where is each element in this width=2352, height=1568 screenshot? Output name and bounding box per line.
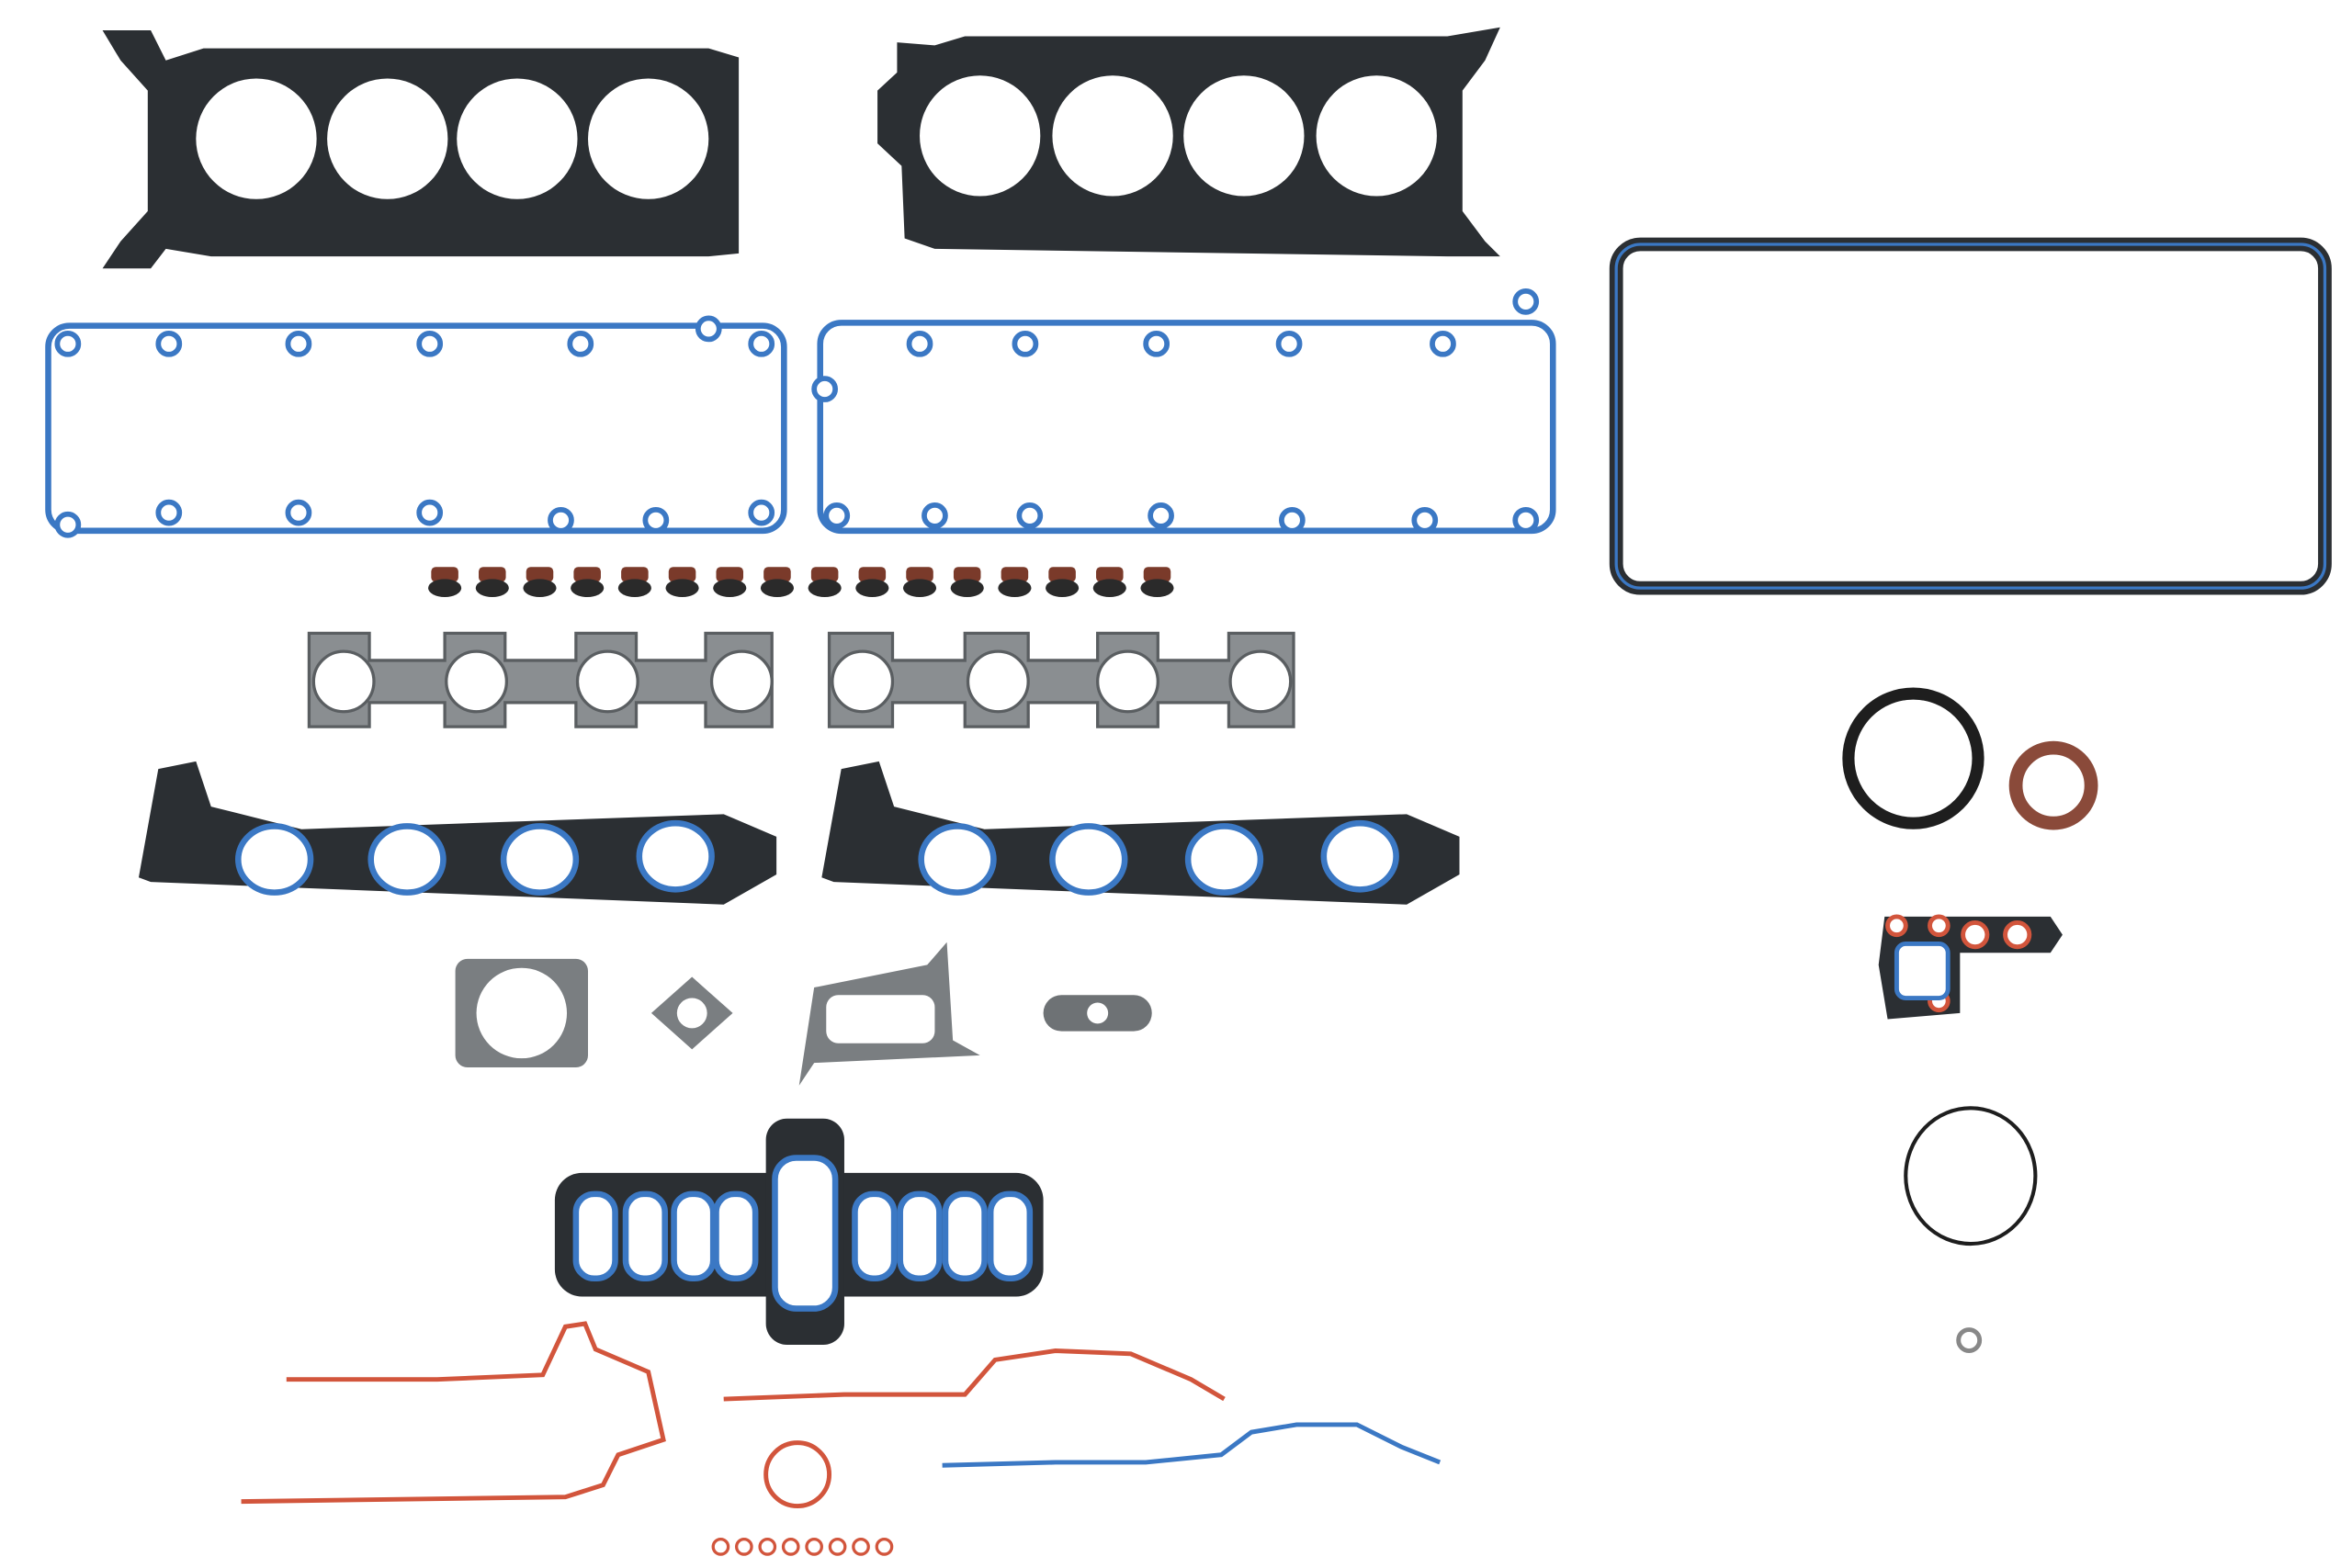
bolt-hole (416, 330, 444, 357)
water-pump-gasket (942, 1422, 1442, 1468)
small-o-ring (852, 1538, 870, 1556)
bolt-hole (285, 499, 312, 526)
bolt-hole (823, 502, 851, 529)
bolt-hole (1279, 506, 1306, 534)
front-cover-gasket-upper-left (241, 1321, 666, 1505)
small-o-ring (875, 1538, 894, 1556)
throttle-body-gasket (455, 958, 588, 1068)
bolt-hole (922, 502, 948, 529)
valve-stem-seal (760, 567, 794, 598)
egr-tube-gasket (798, 942, 980, 1086)
head-gasket-left (102, 29, 740, 269)
small-o-ring (805, 1538, 823, 1556)
bolt-hole (906, 330, 933, 357)
bolt-hole (748, 499, 775, 526)
valve-stem-seal (571, 567, 605, 598)
bolt-hole (695, 315, 722, 343)
valve-stem-seal (428, 567, 462, 598)
exhaust-gasket-right (827, 631, 1295, 728)
intake-gasket-left (138, 761, 777, 905)
bolt-hole (54, 511, 82, 538)
small-o-ring (828, 1538, 847, 1556)
valve-stem-seal (713, 567, 747, 598)
oil-pump-o-ring (1904, 1106, 2038, 1247)
bolt-hole (811, 376, 838, 402)
valve-stem-seal (665, 567, 699, 598)
bolt-hole (567, 330, 594, 357)
bolt-hole (1016, 502, 1044, 529)
bolt-hole (1512, 506, 1540, 534)
bolt-hole (54, 330, 82, 357)
bolt-hole (548, 506, 574, 534)
valve-stem-seal (1046, 567, 1080, 598)
upper-intake-gasket (554, 1118, 1044, 1345)
head-gasket-right (877, 27, 1500, 257)
small-o-ring (735, 1538, 753, 1556)
o-ring-large-orange (763, 1440, 832, 1509)
bolt-hole (285, 330, 312, 357)
valve-stem-seal (808, 567, 842, 598)
intake-port (897, 1190, 943, 1282)
valve-stem-seal (617, 567, 651, 598)
intake-gasket-right (821, 761, 1460, 905)
valve-stem-seal (1140, 567, 1174, 598)
valve-cover-gasket-right (817, 320, 1556, 535)
bolt-hole (1143, 330, 1170, 357)
small-o-rings (711, 1538, 894, 1556)
front-crank-seal (2008, 740, 2098, 830)
oil-filter-adapter-gasket (1878, 914, 2063, 1020)
valve-stem-seal (902, 567, 937, 598)
rear-main-seal (1842, 687, 1984, 829)
valve-stem-seal (475, 567, 509, 598)
bolt-hole (416, 499, 444, 526)
intake-port (713, 1190, 759, 1282)
intake-port (987, 1190, 1034, 1282)
intake-port (852, 1190, 898, 1282)
intake-port (572, 1190, 618, 1282)
bolt-hole (1430, 330, 1456, 357)
bolt-hole (155, 330, 183, 357)
valve-stem-seal (855, 567, 889, 598)
valve-stem-seal (950, 567, 984, 598)
bolt-hole (748, 330, 775, 357)
small-o-ring (711, 1538, 730, 1556)
intake-port (942, 1190, 988, 1282)
plenum-opening (772, 1155, 839, 1312)
small-o-ring (758, 1538, 777, 1556)
bolt-hole (1012, 330, 1039, 357)
valve-cover-gasket-left (45, 322, 787, 535)
valve-stem-seal (523, 567, 557, 598)
front-cover-gasket-right (723, 1348, 1226, 1402)
valve-stem-seal (998, 567, 1032, 598)
intake-port (671, 1190, 717, 1282)
intake-port (622, 1190, 668, 1282)
bolt-hole (155, 499, 183, 526)
exhaust-gasket-left (307, 631, 774, 728)
valve-stem-seals (428, 567, 1174, 598)
bolt-hole (1148, 502, 1174, 529)
small-o-ring-gray (1956, 1327, 1983, 1353)
bolt-hole (1411, 506, 1439, 534)
valve-stem-seal (1092, 567, 1126, 598)
bolt-hole (1512, 288, 1540, 315)
small-o-ring (781, 1538, 800, 1556)
pcv-gasket (1043, 995, 1152, 1032)
oil-pan-gasket (1609, 237, 2332, 595)
bolt-hole (642, 506, 670, 534)
bolt-hole (1275, 330, 1303, 357)
